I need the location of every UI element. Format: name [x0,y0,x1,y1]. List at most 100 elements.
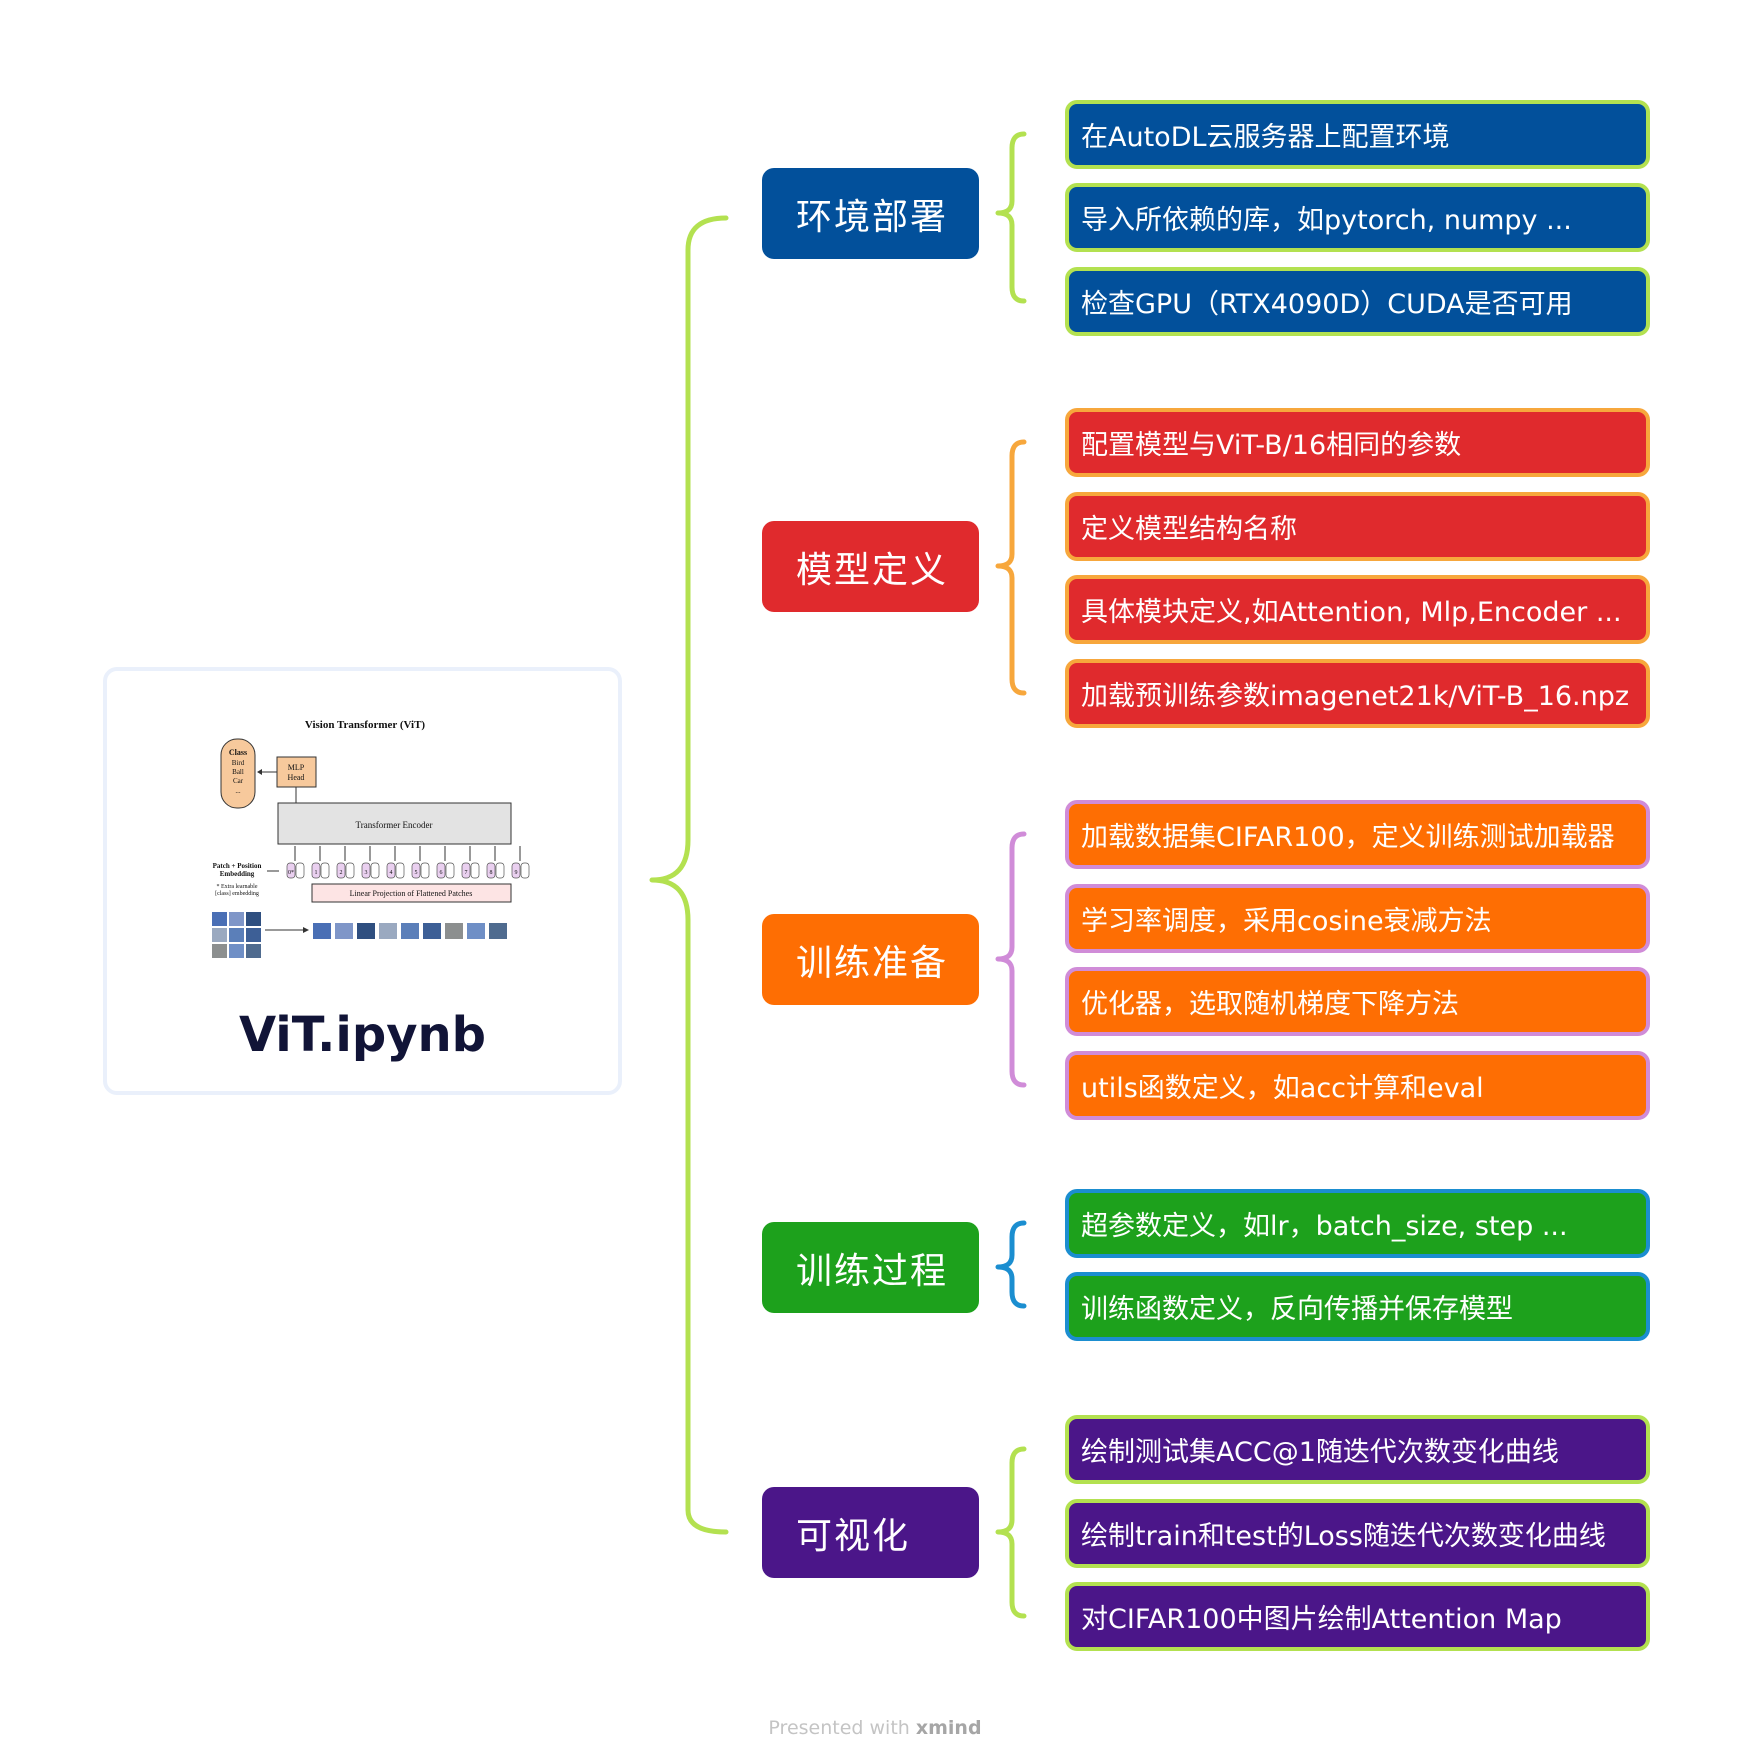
token-index: 1 [315,870,318,876]
topic-viz[interactable]: 可视化 [762,1487,979,1578]
position-embedding [336,862,346,879]
patch-token [295,862,305,879]
position-embedding [311,862,321,879]
brace-viz [995,1446,1027,1619]
flattened-patch [401,923,419,939]
position-embedding [286,862,296,879]
subtopic-model-4[interactable]: 加载预训练参数imagenet21k/ViT-B_16.npz [1065,659,1650,728]
token-index: 9 [515,870,518,876]
topic-prep[interactable]: 训练准备 [762,914,979,1005]
vit-architecture-figure: Vision Transformer (ViT) Class Bird Ball… [212,719,530,958]
subtopic-train-2[interactable]: 训练函数定义，反向传播并保存模型 [1065,1272,1650,1341]
subtopic-prep-3[interactable]: 优化器，选取随机梯度下降方法 [1065,967,1650,1036]
class-box [220,738,256,809]
topic-train[interactable]: 训练过程 [762,1222,979,1313]
token-index: 3 [365,870,368,876]
flattened-patch [423,923,441,939]
flattened-patch [379,923,397,939]
projection-label: Linear Projection of Flattened Patches [350,889,473,898]
patch-token [520,862,530,879]
subtopic-prep-1[interactable]: 加载数据集CIFAR100，定义训练测试加载器 [1065,800,1650,869]
token-index: 7 [465,870,468,876]
flattened-patch [335,923,353,939]
subtopic-prep-4[interactable]: utils函数定义，如acc计算和eval [1065,1051,1650,1120]
subtopic-env-2[interactable]: 导入所依赖的库，如pytorch, numpy ... [1065,183,1650,252]
patch-token [320,862,330,879]
patch-token [470,862,480,879]
token-index: 4 [390,870,393,876]
subtopic-viz-3[interactable]: 对CIFAR100中图片绘制Attention Map [1065,1582,1650,1651]
footer-prefix: Presented with [768,1717,916,1739]
flattened-patch [357,923,375,939]
brace-model [995,439,1027,696]
patch-token [345,862,355,879]
class-box-car: Car [233,777,244,785]
patch-token [495,862,505,879]
position-embedding [386,862,396,879]
mlp-head-line1: MLP [288,763,305,772]
position-embedding [436,862,446,879]
token-index: 0* [288,870,294,876]
position-embedding [511,862,521,879]
image-patch [229,944,244,958]
brace-train [995,1220,1027,1309]
projection-box [311,883,512,903]
subtopic-viz-2[interactable]: 绘制train和test的Loss随迭代次数变化曲线 [1065,1499,1650,1568]
image-patch [229,928,244,942]
topic-model[interactable]: 模型定义 [762,521,979,612]
image-patch [212,944,227,958]
subtopic-prep-2[interactable]: 学习率调度，采用cosine衰减方法 [1065,884,1650,953]
subtopic-env-1[interactable]: 在AutoDL云服务器上配置环境 [1065,100,1650,169]
subtopic-env-3[interactable]: 检查GPU（RTX4090D）CUDA是否可用 [1065,267,1650,336]
patch-token [445,862,455,879]
position-embedding [361,862,371,879]
token-index: 2 [340,870,343,876]
extra-note-line1: * Extra learnable [217,884,258,890]
extra-note-line2: [class] embedding [215,891,259,897]
figure-title: Vision Transformer (ViT) [305,719,426,731]
main-brace [649,215,729,1535]
image-patch [246,912,261,926]
flattened-patch [467,923,485,939]
patch-token [420,862,430,879]
encoder-label: Transformer Encoder [356,820,433,830]
root-topic[interactable]: Vision Transformer (ViT) Class Bird Ball… [103,667,622,1095]
token-index: 8 [490,870,493,876]
topic-env[interactable]: 环境部署 [762,168,979,259]
class-box-bird: Bird [232,759,245,767]
token-index: 5 [415,870,418,876]
token-index: 6 [440,870,443,876]
position-embedding [411,862,421,879]
subtopic-viz-1[interactable]: 绘制测试集ACC@1随迭代次数变化曲线 [1065,1415,1650,1484]
patch-token [370,862,380,879]
image-patch [229,912,244,926]
patch-token [395,862,405,879]
class-box-more: ... [235,787,241,795]
xmind-brand: xmind [915,1717,982,1739]
footer-attribution: Presented with xmind [0,1717,1750,1739]
subtopic-model-3[interactable]: 具体模块定义,如Attention, Mlp,Encoder ... [1065,575,1650,644]
image-patch [212,928,227,942]
subtopic-model-1[interactable]: 配置模型与ViT-B/16相同的参数 [1065,408,1650,477]
token-row: 0* 1 2 3 4 5 6 7 8 9 [286,846,530,879]
patches-arrowhead [303,927,309,933]
image-patches [212,912,507,958]
mlp-head-box [276,756,317,788]
class-box-ball: Ball [232,768,244,776]
brace-prep [995,831,1027,1088]
flattened-patch [445,923,463,939]
flattened-patch [489,923,507,939]
position-embedding [486,862,496,879]
mlp-to-class-arrowhead [257,769,262,775]
brace-env [995,131,1027,304]
image-patch [212,912,227,926]
position-embedding [461,862,471,879]
subtopic-model-2[interactable]: 定义模型结构名称 [1065,492,1650,561]
encoder-box [277,802,512,845]
root-title: ViT.ipynb [238,1007,487,1063]
subtopic-train-1[interactable]: 超参数定义，如lr，batch_size, step ... [1065,1189,1650,1258]
pos-embed-line2: Embedding [220,870,255,878]
pos-embed-line1: Patch + Position [213,862,262,870]
